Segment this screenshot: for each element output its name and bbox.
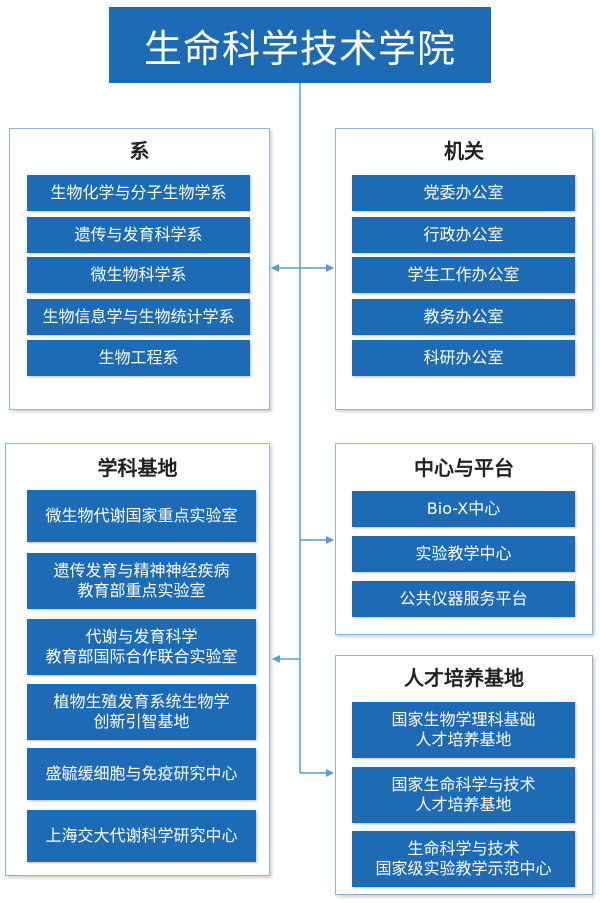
panel-departments-heading: 系 [129,139,150,163]
office-item: 党委办公室 [352,175,575,211]
department-item: 微生物科学系 [27,257,250,293]
talent-item: 国家生命科学与技术 人才培养基地 [352,767,575,823]
talent-item: 生命科学与技术 国家级实验教学示范中心 [352,831,575,887]
office-item: 行政办公室 [352,217,575,253]
base-item: 代谢与发育科学 教育部国际合作联合实验室 [27,619,256,675]
department-item: 遗传与发育科学系 [27,217,250,253]
office-item: 教务办公室 [352,299,575,335]
base-item: 微生物代谢国家重点实验室 [27,490,256,542]
base-item: 盛毓缓细胞与免疫研究中心 [27,748,256,800]
center-item: Bio-X中心 [352,491,575,527]
base-item: 上海交大代谢科学研究中心 [27,810,256,862]
panel-talent-heading: 人才培养基地 [404,666,524,690]
department-item: 生物工程系 [27,340,250,376]
center-item: 公共仪器服务平台 [352,581,575,617]
base-item: 遗传发育与精神神经疾病 教育部重点实验室 [27,553,256,609]
panel-centers-heading: 中心与平台 [414,456,514,480]
talent-item: 国家生物学理科基础 人才培养基地 [352,702,575,758]
panel-offices-heading: 机关 [444,139,484,163]
department-item: 生物信息学与生物统计学系 [27,299,250,335]
base-item: 植物生殖发育系统生物学 创新引智基地 [27,684,256,740]
office-item: 学生工作办公室 [352,257,575,293]
center-item: 实验教学中心 [352,536,575,572]
office-item: 科研办公室 [352,340,575,376]
panel-bases-heading: 学科基地 [97,456,178,480]
college-title: 生命科学技术学院 [109,7,491,83]
department-item: 生物化学与分子生物学系 [27,175,250,211]
